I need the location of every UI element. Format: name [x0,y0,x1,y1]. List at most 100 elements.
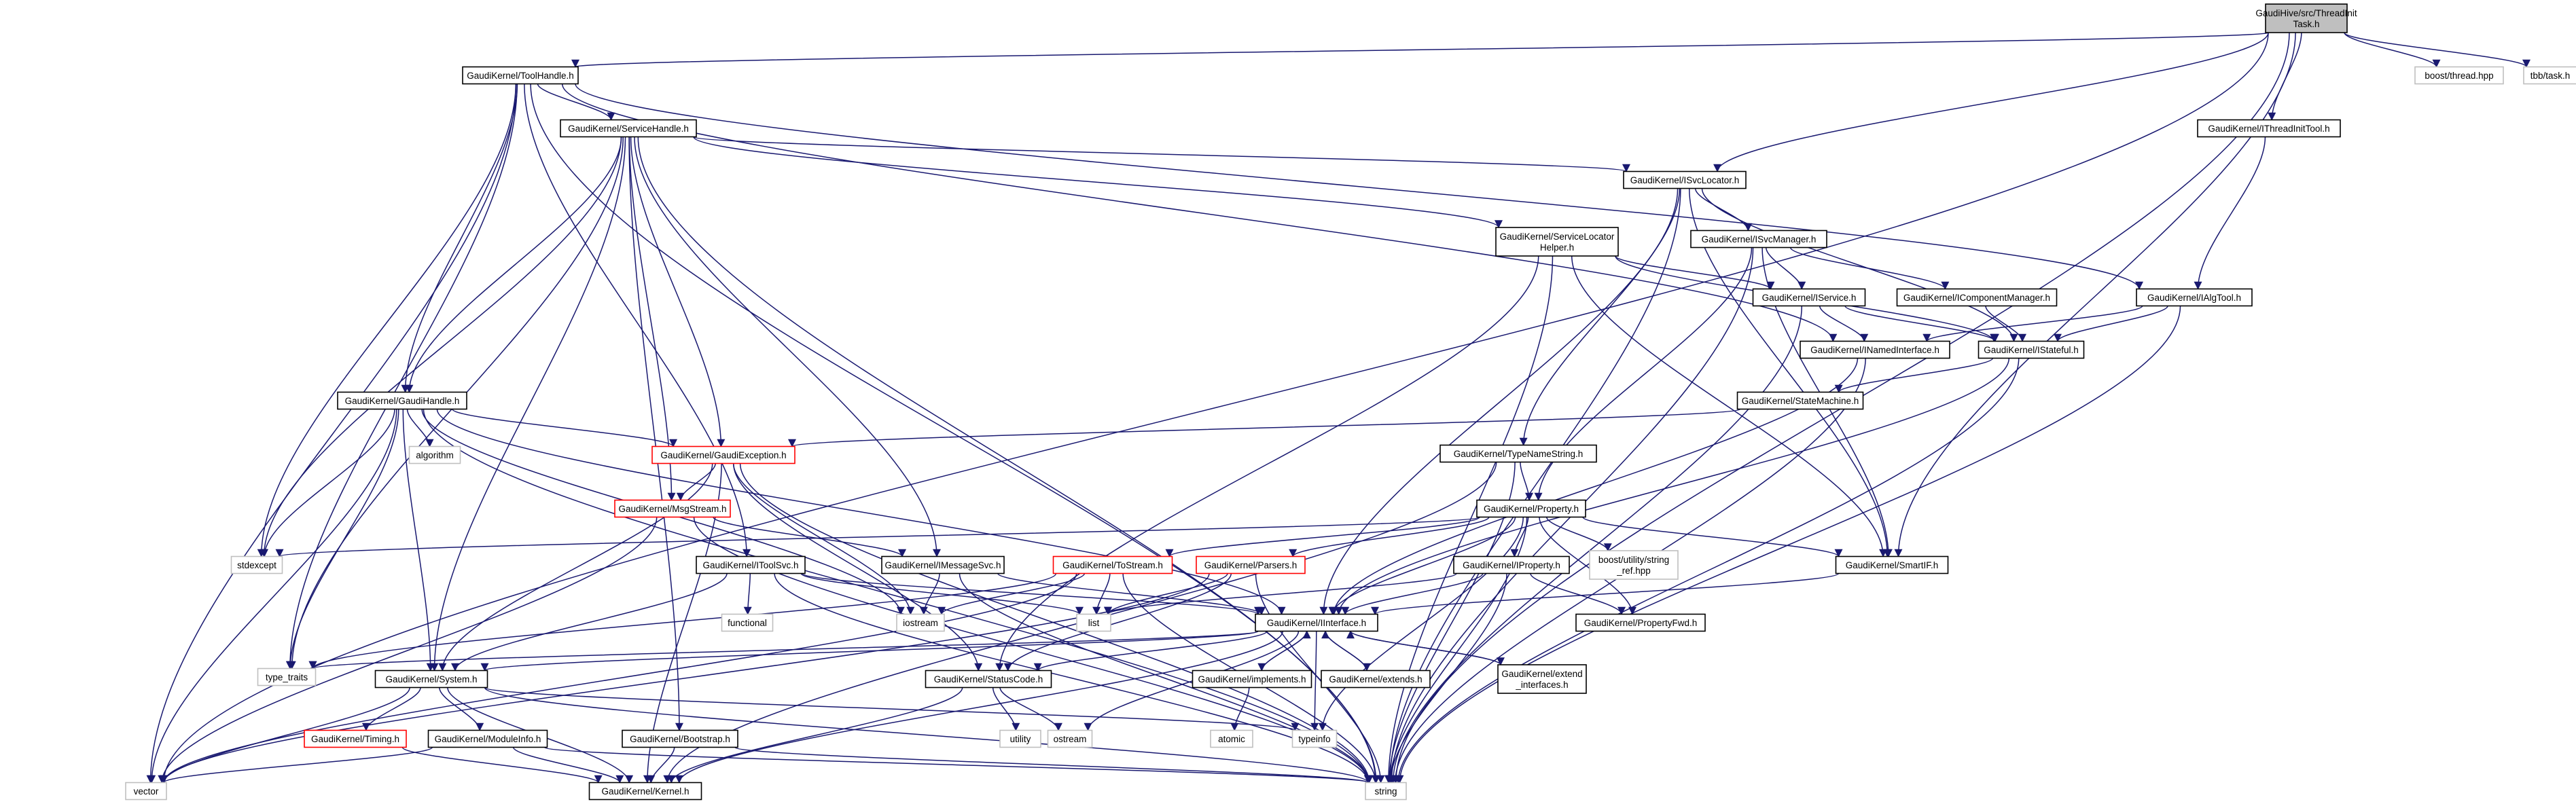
edge-implements-to-iinterface [1261,630,1311,671]
node-ostream[interactable]: ostream [1047,729,1093,748]
node-msgstream[interactable]: GaudiKernel/MsgStream.h [614,499,731,518]
edge-statemachine-to-gaudiexception [788,408,1741,447]
node-label: GaudiKernel/StateMachine.h [1742,396,1859,406]
node-gaudiexception[interactable]: GaudiKernel/GaudiException.h [651,445,795,464]
edge-property-to-typeinfo [1318,517,1524,731]
node-stdexcept[interactable]: stdexcept [230,555,283,574]
node-iinterface[interactable]: GaudiKernel/IInterface.h [1255,613,1378,632]
edge-istateful-to-iinterface [1334,358,2010,615]
edge-statuscode-to-utility [992,687,1020,731]
edge-smartif-to-iinterface [1371,572,1840,615]
node-label: GaudiKernel/implements.h [1198,674,1306,684]
node-algorithm[interactable]: algorithm [408,445,461,464]
edge-statuscode-to-kernel [667,687,963,784]
edge-tostream-to-vector [160,573,1077,784]
node-layer: GaudiHive/src/ThreadInitTask.hGaudiKerne… [125,3,2576,801]
node-label: GaudiKernel/ToStream.h [1062,560,1163,570]
node-inamedinterface[interactable]: GaudiKernel/INamedInterface.h [1800,340,1950,359]
node-moduleinfo[interactable]: GaudiKernel/ModuleInfo.h [427,729,548,748]
edge-property-to-smartif [1582,516,1843,557]
edge-servicehandle-to-servicelocatorhelper [693,136,1503,229]
node-istateful[interactable]: GaudiKernel/IStateful.h [1978,340,2085,359]
node-ithreadinittool[interactable]: GaudiKernel/IThreadInitTool.h [2197,119,2341,138]
node-label: GaudiKernel/Property.h [1484,504,1579,514]
node-servicehandle[interactable]: GaudiKernel/ServiceHandle.h [560,119,697,138]
edge-servicehandle-to-isvclocator [693,136,1630,172]
node-parsers[interactable]: GaudiKernel/Parsers.h [1196,555,1306,574]
edge-tostream-to-iostream [937,573,1086,615]
node-implements[interactable]: GaudiKernel/implements.h [1192,670,1312,689]
node-string[interactable]: string [1365,782,1407,801]
edge-isvclocator-to-istateful [1701,188,2018,342]
node-statemachine[interactable]: GaudiKernel/StateMachine.h [1736,391,1864,410]
edge-statuscode-to-ostream [999,687,1062,731]
node-box [337,391,467,410]
edge-root-to-tbbtask [2344,32,2530,68]
node-label: functional [728,618,767,628]
edge-imessagesvc-to-iostream [919,573,940,615]
edge-iinterface-to-statuscode [1033,630,1268,672]
node-box [560,119,697,138]
node-label: tbb/task.h [2530,71,2571,81]
edge-iproperty-to-propertyfwd [1530,573,1626,615]
node-statuscode[interactable]: GaudiKernel/StatusCode.h [925,670,1052,689]
edge-root-to-boostthread [2344,32,2441,68]
node-imessagesvc[interactable]: GaudiKernel/IMessageSvc.h [881,555,1005,574]
edge-itoolsvc-to-iinterface [802,572,1262,615]
node-extends[interactable]: GaudiKernel/extends.h [1321,670,1431,689]
node-toolhandle[interactable]: GaudiKernel/ToolHandle.h [462,66,579,85]
node-ialgtool[interactable]: GaudiKernel/IAlgTool.h [2136,288,2253,307]
node-itoolsvc[interactable]: GaudiKernel/IToolSvc.h [696,555,806,574]
edge-bootstrap-to-kernel [647,747,675,784]
node-icomponentmanager[interactable]: GaudiKernel/IComponentManager.h [1896,288,2058,307]
node-utility[interactable]: utility [999,729,1041,748]
node-extendinterfaces[interactable]: GaudiKernel/extend_interfaces.h [1497,664,1587,694]
node-isvclocator[interactable]: GaudiKernel/ISvcLocator.h [1623,170,1747,189]
node-box [374,670,488,689]
edge-servicehandle-to-gaudiexception [630,136,726,447]
edge-parsers-to-list [1104,573,1228,615]
node-label: boost/utility/string [1598,555,1669,565]
edge-servicehandle-to-string [637,136,1380,784]
node-typetraits[interactable]: type_traits [257,667,317,686]
node-iservice[interactable]: GaudiKernel/IService.h [1752,288,1866,307]
edge-gaudihandle-to-typetraits [286,409,399,670]
edge-iinterface-to-system [481,630,1259,672]
node-iostream[interactable]: iostream [896,613,945,632]
edge-isvcmanager-to-property [1534,247,1753,501]
node-kernel[interactable]: GaudiKernel/Kernel.h [588,782,702,801]
node-bootstrap[interactable]: GaudiKernel/Bootstrap.h [622,729,738,748]
edge-property-to-string [1386,517,1528,784]
node-list[interactable]: list [1076,613,1111,632]
node-tbbtask[interactable]: tbb/task.h [2523,66,2576,85]
node-system[interactable]: GaudiKernel/System.h [374,670,488,689]
edge-parsers-to-vector [160,573,1210,784]
node-isvcmanager[interactable]: GaudiKernel/ISvcManager.h [1690,230,1827,249]
node-tostream[interactable]: GaudiKernel/ToStream.h [1052,555,1173,574]
node-atomic[interactable]: atomic [1210,729,1253,748]
node-box [1439,444,1597,463]
edge-system-to-vector [160,687,410,784]
node-functional[interactable]: functional [721,613,774,632]
node-boostthread[interactable]: boost/thread.hpp [2414,66,2504,85]
node-box [1255,613,1378,632]
node-vector[interactable]: vector [125,782,167,801]
node-iproperty[interactable]: GaudiKernel/IProperty.h [1453,555,1570,574]
node-gaudihandle[interactable]: GaudiKernel/GaudiHandle.h [337,391,467,410]
node-property[interactable]: GaudiKernel/Property.h [1476,499,1586,518]
node-propertyfwd[interactable]: GaudiKernel/PropertyFwd.h [1575,613,1706,632]
node-timing[interactable]: GaudiKernel/Timing.h [304,729,407,748]
edge-isvcmanager-to-iservice [1766,247,1806,290]
node-label: GaudiKernel/System.h [385,674,477,684]
edge-moduleinfo-to-kernel [512,747,624,784]
node-smartif[interactable]: GaudiKernel/SmartIF.h [1835,555,1949,574]
node-typeinfo[interactable]: typeinfo [1291,729,1338,748]
node-typenamestring[interactable]: GaudiKernel/TypeNameString.h [1439,444,1597,463]
node-boostref[interactable]: boost/utility/string_ref.hpp [1589,550,1679,580]
node-label: GaudiKernel/ServiceHandle.h [568,124,689,134]
node-label: GaudiKernel/GaudiHandle.h [345,396,460,406]
node-label: GaudiKernel/ToolHandle.h [467,71,574,81]
